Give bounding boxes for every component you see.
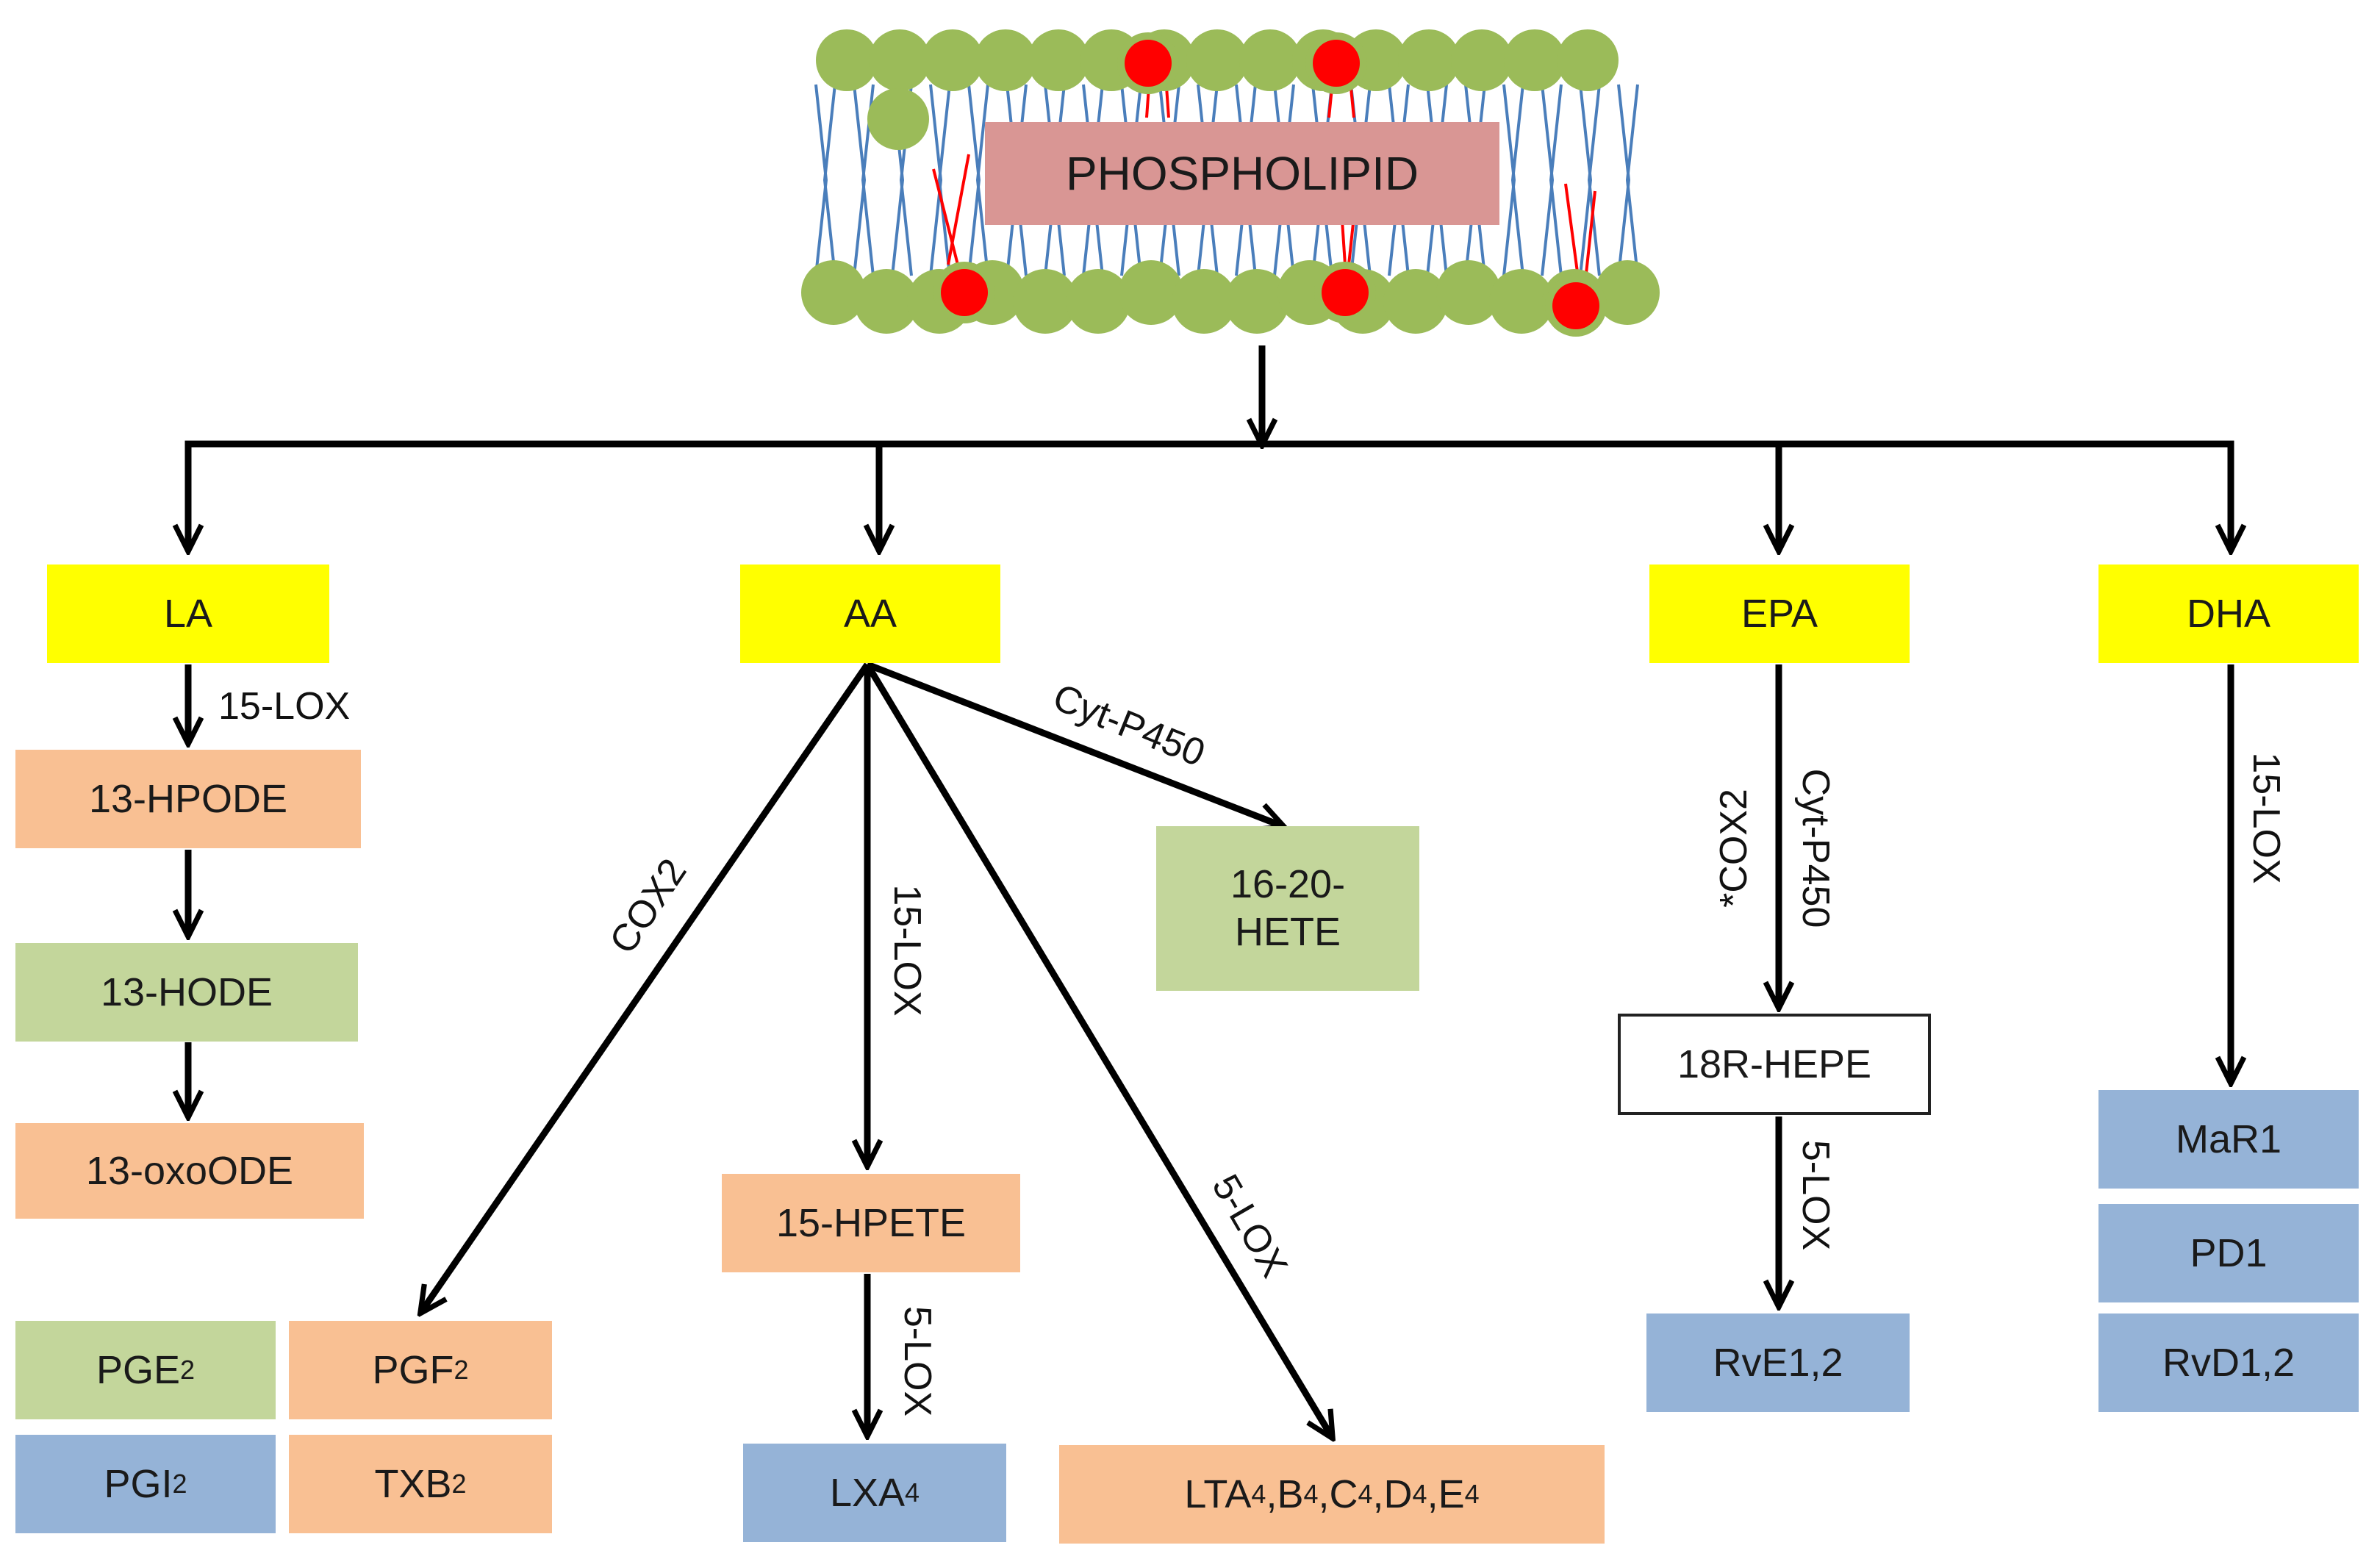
- lipid-tail: [822, 84, 836, 276]
- phospholipid-label: PHOSPHOLIPID: [985, 122, 1499, 225]
- lipid-head: [1013, 269, 1078, 334]
- lipid-head: [869, 29, 931, 91]
- lt-c-text: ,C: [1318, 1472, 1358, 1516]
- product-16-20-hete: 16-20- HETE: [1156, 826, 1419, 991]
- enzyme-label-aa-5-lox: 5-LOX: [1203, 1167, 1296, 1285]
- lipid-head: [1028, 29, 1089, 91]
- lipid-head: [867, 88, 929, 150]
- enzyme-label-epa-cyt-p450: Cyt-P450: [1794, 768, 1837, 928]
- enzyme-label-hpete-5-lox: 5-LOX: [896, 1305, 939, 1417]
- lt-e-text: ,E: [1427, 1472, 1465, 1516]
- product-rve12: RvE1,2: [1646, 1313, 1910, 1412]
- lxa4-text: LXA: [829, 1470, 906, 1515]
- pathway-arrows: [188, 345, 2231, 1437]
- lt-a-text: LTA: [1184, 1472, 1252, 1516]
- lipid-tail: [1587, 84, 1601, 276]
- pge2-text: PGE: [96, 1347, 180, 1392]
- product-rvd12: RvD1,2: [2098, 1313, 2359, 1412]
- enzyme-label-dha-15-lox: 15-LOX: [2245, 752, 2287, 884]
- lipid-head: [1451, 29, 1513, 91]
- lt-b-text: ,B: [1266, 1472, 1304, 1516]
- enzyme-label-cox2: COX2: [601, 851, 695, 961]
- product-13-oxoode: 13-oxoODE: [15, 1123, 364, 1219]
- pgi2-text: PGI: [104, 1461, 173, 1506]
- product-13-hode: 13-HODE: [15, 943, 358, 1042]
- highlighted-lipid-head: [1125, 40, 1172, 87]
- fatty-acid-aa: AA: [740, 565, 1000, 663]
- product-15-hpete: 15-HPETE: [722, 1174, 1020, 1272]
- lipid-head: [922, 29, 983, 91]
- highlight-tail: [932, 168, 959, 265]
- lipid-head: [1225, 269, 1289, 334]
- lipid-head: [975, 29, 1036, 91]
- lipid-tail: [937, 84, 951, 276]
- lipid-head: [1504, 29, 1566, 91]
- lipid-tail: [1510, 84, 1524, 276]
- lipid-head: [1066, 269, 1130, 334]
- enzyme-label-epa-cox2: *COX2: [1713, 789, 1755, 908]
- phospholipid-bilayer: [801, 29, 1660, 337]
- hete-line-2: HETE: [1234, 910, 1341, 954]
- lipid-head: [801, 260, 866, 325]
- fatty-acid-la: LA: [47, 565, 329, 663]
- enzyme-label-aa-cyt-p450: Cyt-P450: [1047, 675, 1211, 775]
- lipid-head: [1398, 29, 1460, 91]
- arrow-aa-5-lox: [864, 662, 1332, 1437]
- highlighted-lipid-head: [1313, 40, 1360, 87]
- enzyme-label-aa-15-lox: 15-LOX: [886, 884, 928, 1017]
- highlighted-lipid-head: [941, 269, 988, 316]
- fatty-acid-epa: EPA: [1649, 565, 1910, 663]
- product-18r-hepe: 18R-HEPE: [1618, 1014, 1931, 1115]
- lipid-tail: [1549, 84, 1563, 276]
- lipid-head: [816, 29, 878, 91]
- lipid-head: [1239, 29, 1301, 91]
- highlighted-lipid-head: [1322, 269, 1369, 316]
- lipid-head: [1436, 260, 1501, 325]
- enzyme-label-epa-5-lox: 5-LOX: [1794, 1139, 1837, 1251]
- lipid-head: [1489, 269, 1554, 334]
- lipid-head: [1186, 29, 1248, 91]
- highlighted-lipid-head: [1552, 282, 1599, 329]
- product-mar1: MaR1: [2098, 1090, 2359, 1189]
- lipid-head: [1595, 260, 1660, 325]
- pgf2-text: PGF: [372, 1347, 454, 1392]
- product-13-hpode: 13-HPODE: [15, 750, 361, 848]
- arrow-aa-cox2: [421, 662, 870, 1312]
- enzyme-label-la-15-lox: 15-LOX: [218, 685, 351, 728]
- product-pd1: PD1: [2098, 1204, 2359, 1302]
- lipid-tail: [975, 84, 989, 276]
- lipid-head: [854, 269, 919, 334]
- hete-line-1: 16-20-: [1230, 862, 1346, 907]
- lipid-tail: [1625, 84, 1639, 276]
- arrow-aa-cyt-p450: [866, 661, 1283, 826]
- lipid-head: [1383, 269, 1448, 334]
- txb2-text: TXB: [374, 1461, 452, 1506]
- lt-d-text: ,D: [1372, 1472, 1413, 1516]
- lipid-head: [1172, 269, 1236, 334]
- lipid-head: [1557, 29, 1619, 91]
- lipid-head: [1119, 260, 1183, 325]
- fatty-acid-dha: DHA: [2098, 565, 2359, 663]
